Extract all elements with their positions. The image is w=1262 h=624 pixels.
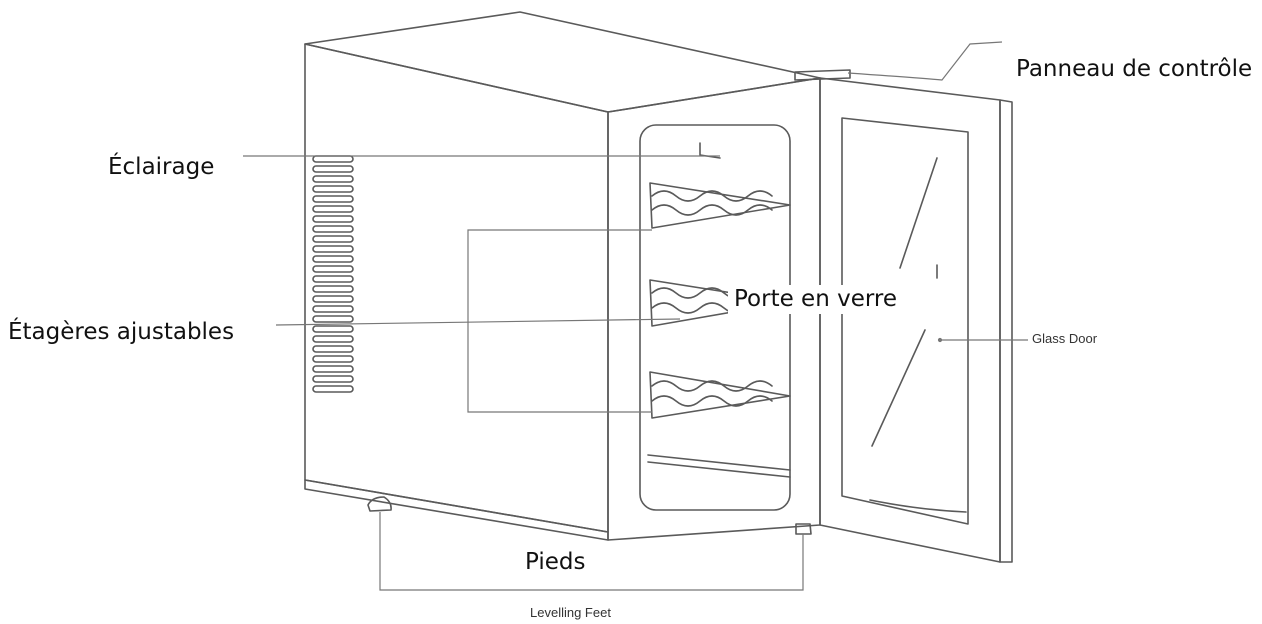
interior-opening bbox=[640, 125, 790, 510]
label-control-panel: Panneau de contrôle bbox=[1016, 58, 1252, 81]
leader-feet-bracket bbox=[380, 512, 803, 590]
shelf-1 bbox=[650, 183, 790, 228]
label-feet: Pieds bbox=[525, 551, 586, 574]
label-adjustable-shelves: Étagères ajustables bbox=[8, 321, 234, 344]
cabinet-plinth bbox=[305, 480, 608, 540]
shelf-3 bbox=[650, 372, 790, 418]
glass-door bbox=[820, 78, 1012, 562]
label-levelling-feet: Levelling Feet bbox=[530, 606, 611, 619]
leader-control-panel bbox=[848, 42, 1002, 80]
leader-glass-door-dot bbox=[939, 339, 942, 342]
cabinet bbox=[305, 12, 820, 540]
cabinet-side-panel bbox=[305, 44, 608, 532]
label-lighting: Éclairage bbox=[108, 156, 214, 179]
ventilation-grille bbox=[313, 156, 353, 392]
foot-left bbox=[368, 497, 391, 511]
label-glass-door-en: Glass Door bbox=[1032, 332, 1097, 345]
label-glass-door-fr: Porte en verre bbox=[728, 285, 903, 314]
interior-floor bbox=[648, 455, 790, 477]
